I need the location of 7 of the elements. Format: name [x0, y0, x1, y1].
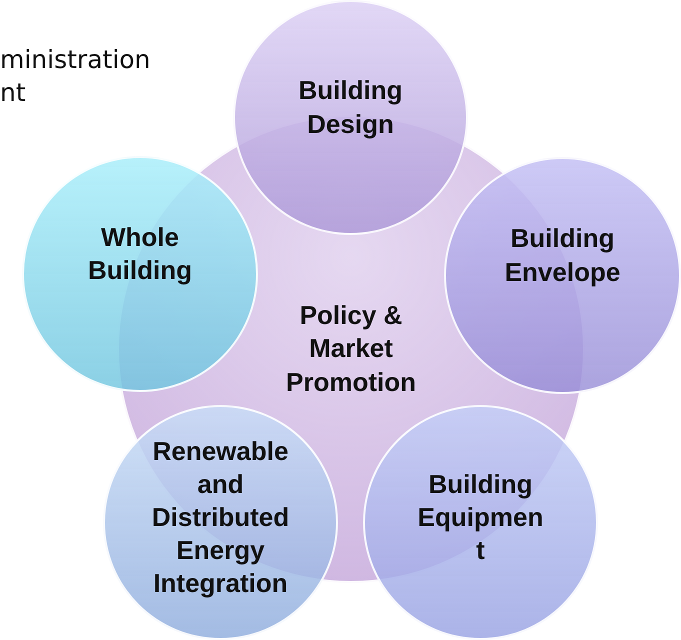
circle-label: Policy & Market Promotion	[285, 299, 417, 398]
circle-label: Building Envelope	[504, 222, 622, 288]
circle-label: Renewable and Distributed Energy Integration	[150, 434, 290, 600]
circle-label: Building Equipment	[416, 468, 544, 567]
circle-label: Building Design	[298, 74, 404, 140]
circle-label: Whole Building	[87, 220, 193, 287]
text-fragment: ministration nt	[0, 44, 152, 108]
